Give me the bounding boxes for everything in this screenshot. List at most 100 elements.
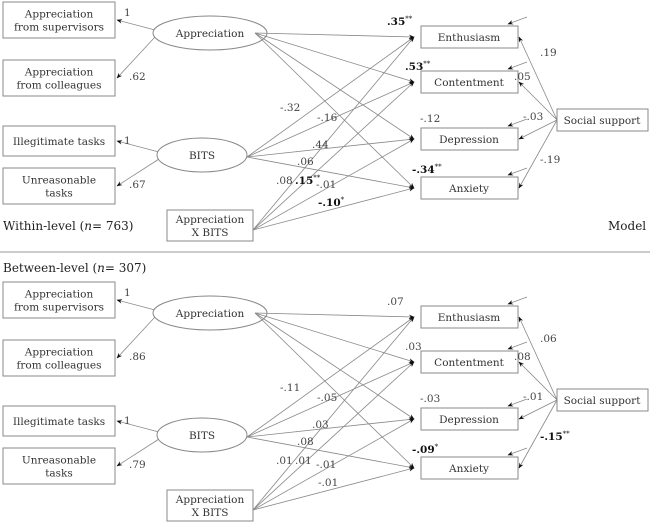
outcome-label: Depression — [439, 414, 499, 426]
coef-bits: .44 — [312, 139, 329, 151]
residual-arrow — [507, 16, 528, 25]
coef-bits: -.11 — [280, 382, 300, 394]
coef-social-support: -.19 — [540, 154, 560, 166]
coef-interaction: -.01 — [318, 477, 338, 489]
interaction-box — [166, 209, 254, 242]
coef-bits: .06 — [297, 156, 314, 168]
path-interaction — [252, 418, 415, 511]
path-bits — [246, 81, 415, 158]
latent-label: BITS — [189, 150, 215, 162]
coef-bits: -.32 — [280, 102, 300, 114]
path-interaction — [252, 36, 415, 231]
residual-arrow — [507, 341, 528, 350]
moderator-box — [556, 108, 649, 132]
residual-arrow — [507, 296, 528, 305]
path-social-support — [518, 399, 558, 469]
outcome-box — [420, 127, 519, 151]
path-appreciation — [254, 312, 415, 469]
coef-appreciation: -.12 — [420, 113, 440, 125]
indicator-label: tasks — [45, 188, 73, 200]
path-bits — [246, 156, 415, 190]
loading-arrow — [116, 420, 160, 433]
coef-appreciation: .07 — [387, 296, 404, 308]
coef-interaction: -.01 — [316, 459, 336, 471]
outcome-label: Enthusiasm — [438, 312, 501, 324]
outcome-box — [420, 350, 519, 374]
coef-interaction: -.01 — [316, 179, 336, 191]
residual-arrow — [507, 167, 528, 176]
coef-appreciation: .53** — [405, 60, 431, 73]
coef-appreciation: -.03 — [420, 393, 440, 405]
path-appreciation — [254, 32, 415, 40]
factor-loading: .86 — [129, 351, 146, 363]
outcome-label: Contentment — [434, 77, 504, 89]
loading-arrow — [116, 438, 160, 467]
path-interaction — [252, 467, 415, 511]
indicator-label: Unreasonable — [22, 455, 96, 467]
interaction-label: Appreciation — [175, 494, 245, 506]
interaction-box — [166, 489, 254, 522]
path-appreciation — [254, 312, 415, 420]
factor-loading: 1 — [124, 287, 131, 299]
interaction-label: X BITS — [192, 227, 229, 239]
model-label: Model 2 — [608, 219, 650, 233]
path-interaction — [252, 187, 415, 231]
path-bits — [246, 36, 415, 158]
path-appreciation — [254, 312, 415, 320]
outcome-box — [420, 176, 519, 200]
indicator-label: Appreciation — [24, 67, 94, 79]
indicator-label: Illegitimate tasks — [13, 416, 105, 428]
coef-social-support: .19 — [540, 47, 557, 59]
coef-interaction: .01 — [295, 455, 312, 467]
indicator-box — [2, 405, 116, 437]
latent-label: BITS — [189, 430, 215, 442]
coef-social-support: -.15** — [540, 430, 570, 443]
path-social-support — [518, 119, 558, 140]
indicator-box — [2, 1, 116, 39]
path-appreciation — [254, 32, 415, 189]
path-appreciation — [254, 32, 415, 140]
indicator-label: Illegitimate tasks — [13, 136, 105, 148]
path-bits — [246, 361, 415, 438]
indicator-label: tasks — [45, 468, 73, 480]
path-social-support — [518, 81, 558, 121]
indicator-label: from supervisors — [14, 22, 104, 34]
path-bits — [246, 316, 415, 438]
path-bits — [246, 137, 415, 158]
path-interaction — [252, 138, 415, 231]
loading-arrow — [116, 36, 156, 79]
coef-social-support: -.03 — [523, 111, 543, 123]
indicator-label: from supervisors — [14, 302, 104, 314]
factor-loading: 1 — [124, 135, 131, 147]
indicator-box — [2, 125, 116, 157]
outcome-label: Enthusiasm — [438, 32, 501, 44]
loading-arrow — [116, 19, 156, 31]
coef-appreciation: -.34** — [412, 163, 442, 176]
coef-social-support: .05 — [514, 71, 531, 83]
level-label: Between-level (n= 307) — [3, 261, 146, 275]
path-bits — [246, 417, 415, 438]
indicator-box — [2, 59, 116, 97]
indicator-label: Unreasonable — [22, 175, 96, 187]
residual-arrow — [507, 447, 528, 456]
path-appreciation — [254, 32, 415, 83]
residual-arrow — [507, 118, 528, 127]
indicator-label: Appreciation — [24, 9, 94, 21]
loading-arrow — [116, 316, 156, 359]
coef-social-support: -.01 — [523, 391, 543, 403]
interaction-label: X BITS — [192, 507, 229, 519]
outcome-box — [420, 305, 519, 329]
outcome-label: Contentment — [434, 357, 504, 369]
latent-bits — [156, 137, 248, 173]
outcome-box — [420, 456, 519, 480]
factor-loading: 1 — [124, 7, 131, 19]
coef-social-support: .08 — [514, 351, 531, 363]
latent-label: Appreciation — [175, 28, 245, 40]
coef-appreciation: .03 — [405, 341, 422, 353]
path-social-support — [518, 316, 558, 401]
indicator-label: from colleagues — [17, 80, 102, 92]
path-interaction — [252, 361, 415, 511]
residual-arrow — [507, 398, 528, 407]
indicator-box — [2, 339, 116, 377]
